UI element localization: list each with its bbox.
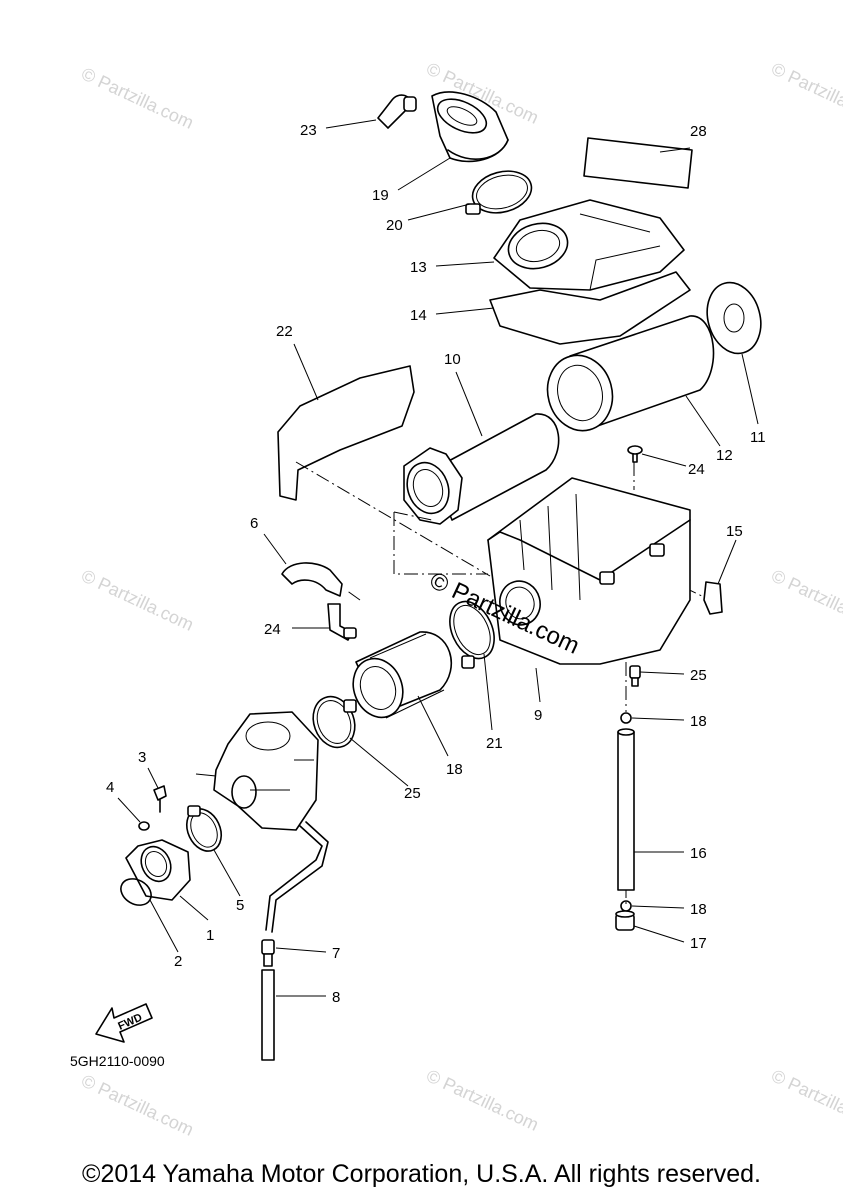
- callout-labels: 23 19 20 13 14 28 22 10 12 11 24 15 6 24…: [106, 122, 766, 1006]
- callout-28: 28: [690, 123, 707, 140]
- callout-1: 1: [206, 927, 214, 944]
- callout-6: 6: [250, 515, 258, 532]
- label-sticker-28: [583, 137, 693, 189]
- hose-clip-18-upper: [620, 712, 632, 724]
- clamp-21: [465, 170, 533, 215]
- callout-18-upper: 18: [690, 713, 707, 730]
- callout-10: 10: [444, 351, 461, 368]
- watermark: © Partzilla.com: [768, 58, 843, 127]
- callout-21: 20: [386, 217, 403, 234]
- callout-11: 11: [750, 429, 766, 446]
- o-ring-2: [120, 878, 152, 906]
- callout-19: 18: [446, 761, 463, 778]
- callout-24-top: 23: [300, 122, 317, 139]
- hose-8: [261, 969, 275, 1061]
- carburetor-assembly: [195, 711, 329, 933]
- callout-3: 3: [138, 749, 146, 766]
- callout-15: 15: [726, 523, 743, 540]
- callout-13: 13: [410, 259, 427, 276]
- shield-plate-23: [277, 365, 415, 501]
- watermark: © Partzilla.com: [423, 1065, 541, 1134]
- washer-4: [138, 821, 150, 831]
- watermark: © Partzilla.com: [768, 1065, 843, 1134]
- breather-hose-6: [281, 562, 343, 597]
- airbox-cover-13: [493, 199, 685, 291]
- elbow-fitting-24-middle: [327, 603, 357, 641]
- filter-element-12: [546, 315, 715, 432]
- airbox-case-9: [487, 477, 691, 665]
- drain-plug-17: [615, 910, 635, 931]
- watermark: © Partzilla.com: [768, 565, 843, 634]
- forward-arrow-icon: FWD: [95, 1003, 153, 1043]
- callout-12: 12: [716, 447, 733, 464]
- leader-lines: [117, 119, 759, 997]
- callout-2: 2: [174, 953, 182, 970]
- clamp-25: [312, 695, 357, 749]
- filter-guide-10: [403, 413, 560, 525]
- drain-hose-16: [617, 728, 635, 891]
- elbow-fitting-24-top: [377, 94, 417, 129]
- bolt-3: [153, 785, 167, 813]
- callout-9: 9: [534, 707, 542, 724]
- callout-5: 5: [236, 897, 244, 914]
- callout-17: 17: [690, 935, 707, 952]
- callout-8: 8: [332, 989, 340, 1006]
- bolt-27: [629, 665, 641, 687]
- callout-25: 25: [404, 785, 421, 802]
- intake-duct-20: [431, 91, 509, 163]
- gasket-14: [489, 271, 691, 345]
- diagram-code: 5GH2110-0090: [70, 1053, 165, 1069]
- watermark: © Partzilla.com: [78, 565, 196, 634]
- callout-23: 22: [276, 323, 293, 340]
- copyright-notice: ©2014 Yamaha Motor Corporation, U.S.A. A…: [82, 1160, 761, 1188]
- callout-24-middle: 24: [264, 621, 281, 638]
- screw-26: [627, 445, 643, 463]
- callout-4: 4: [106, 779, 114, 796]
- callout-7: 7: [332, 945, 340, 962]
- filter-end-cap-11: [706, 281, 762, 355]
- callout-18-lower: 18: [690, 901, 707, 918]
- clip-15: [703, 581, 723, 615]
- clamp-5: [185, 805, 223, 852]
- callout-14: 14: [410, 307, 427, 324]
- callout-20: 19: [372, 187, 389, 204]
- air-joint-19: [352, 631, 453, 719]
- callout-16: 16: [690, 845, 707, 862]
- callout-22: 21: [486, 735, 503, 752]
- watermark: © Partzilla.com: [78, 1070, 196, 1139]
- watermark: © Partzilla.com: [78, 63, 196, 132]
- carburetor-joint-1: [125, 839, 191, 901]
- callout-26: 24: [688, 461, 705, 478]
- fitting-7: [261, 939, 275, 967]
- callout-27: 25: [690, 667, 707, 684]
